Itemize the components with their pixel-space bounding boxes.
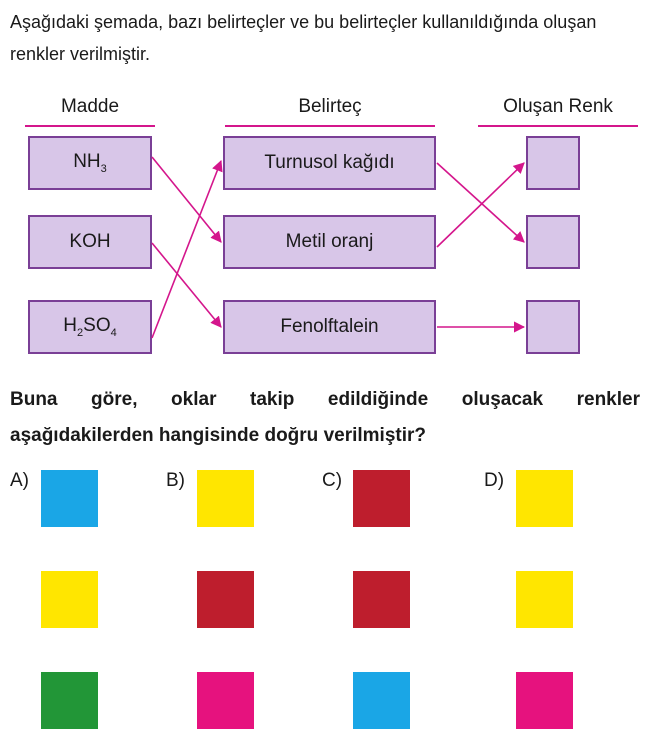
question-line-2: aşağıdakilerden hangisinde doğru verilmi…	[10, 425, 426, 446]
result-box-2	[526, 215, 580, 269]
option-b-label[interactable]: B)	[166, 470, 185, 491]
header-underline-madde	[25, 125, 155, 127]
option-c-swatch-1[interactable]	[353, 470, 410, 527]
madde-label: NH3	[73, 151, 107, 175]
header-olusan-renk: Oluşan Renk	[503, 96, 613, 117]
belirtec-box-turnusol: Turnusol kağıdı	[223, 136, 436, 190]
option-b-swatch-1[interactable]	[197, 470, 254, 527]
madde-box-nh3: NH3	[28, 136, 152, 190]
arrow-koh-to-fenolftalein	[151, 242, 222, 328]
option-a-label[interactable]: A)	[10, 470, 29, 491]
option-b-swatch-3[interactable]	[197, 672, 254, 729]
header-underline-belirtec	[225, 125, 435, 127]
result-box-1	[526, 136, 580, 190]
arrow-nh3-to-metil	[151, 156, 222, 243]
intro-text: Aşağıdaki şemada, bazı belirteçler ve bu…	[10, 12, 597, 64]
option-d-swatch-1[interactable]	[516, 470, 573, 527]
option-a-swatch-3[interactable]	[41, 672, 98, 729]
option-d-swatch-3[interactable]	[516, 672, 573, 729]
madde-label: H2SO4	[63, 315, 117, 339]
arrow-h2so4-to-turnusol	[151, 159, 223, 339]
belirtec-box-fenolftalein: Fenolftalein	[223, 300, 436, 354]
belirtec-box-metil-oranj: Metil oranj	[223, 215, 436, 269]
header-belirtec: Belirteç	[298, 96, 362, 117]
option-c-swatch-3[interactable]	[353, 672, 410, 729]
question-text: Buna göre, oklar takip edildiğinde oluşa…	[10, 382, 640, 454]
madde-label: KOH	[69, 231, 111, 252]
option-d-label[interactable]: D)	[484, 470, 505, 491]
result-box-3	[526, 300, 580, 354]
option-c-label[interactable]: C)	[322, 470, 343, 491]
option-b-swatch-2[interactable]	[197, 571, 254, 628]
madde-box-h2so4: H2SO4	[28, 300, 152, 354]
arrow-metil-to-result1	[436, 162, 525, 248]
arrow-turnusol-to-result2	[436, 162, 525, 243]
header-underline-olusan-renk	[478, 125, 638, 127]
question-line-1: Buna göre, oklar takip edildiğinde oluşa…	[10, 389, 640, 410]
option-a-swatch-1[interactable]	[41, 470, 98, 527]
option-a-swatch-2[interactable]	[41, 571, 98, 628]
madde-box-koh: KOH	[28, 215, 152, 269]
header-madde: Madde	[60, 96, 120, 117]
option-d-swatch-2[interactable]	[516, 571, 573, 628]
option-c-swatch-2[interactable]	[353, 571, 410, 628]
